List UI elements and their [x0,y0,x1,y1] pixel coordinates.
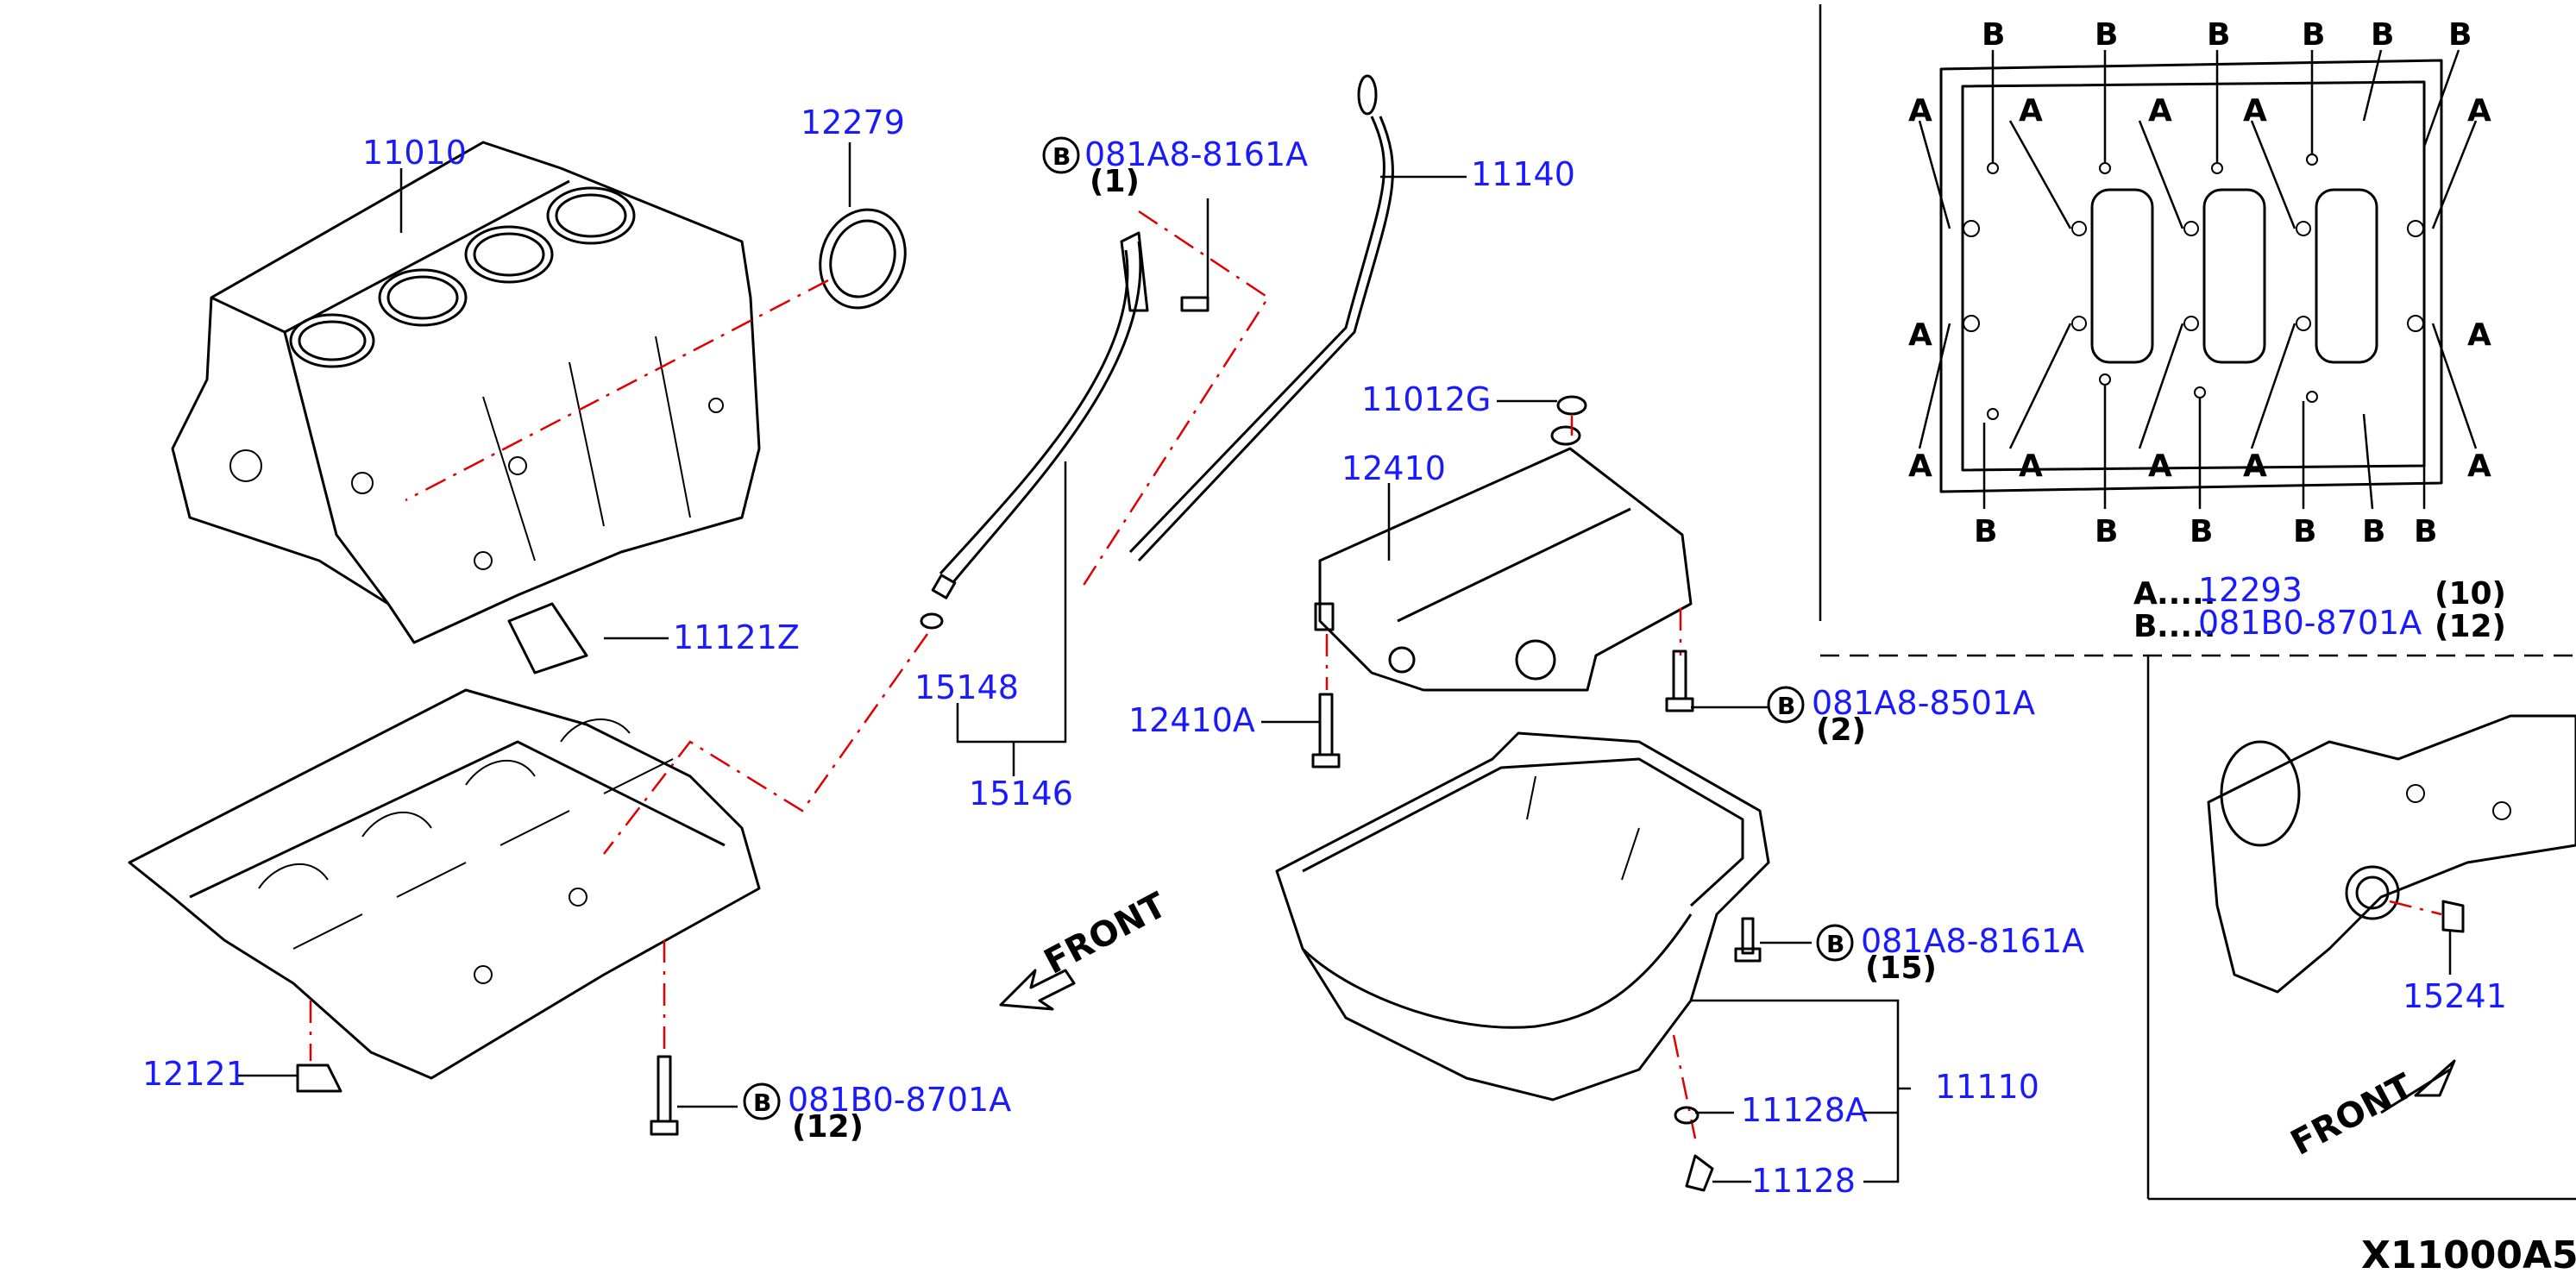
inset-marker-b: B [1982,17,2005,53]
oring-drawing [1556,395,1587,416]
inset-marker-b: B [2371,17,2394,53]
svg-text:B: B [1052,142,1071,171]
oil-pump-drawing [1314,425,1693,692]
oil-gauge-guide-drawing [920,231,1209,630]
legend-letter-a: A [2133,576,2158,612]
inset-marker-b: B [2095,514,2118,549]
qty-1: (1) [1090,164,1140,199]
callout-11128[interactable]: 11128 [1751,1162,1856,1200]
callout-11110[interactable]: 11110 [1935,1068,2039,1106]
inset-marker-a: A [2148,449,2172,484]
callout-081A8-8161A-top[interactable]: 081A8-8161A [1084,135,1308,173]
callout-11140[interactable]: 11140 [1471,155,1575,193]
callout-12121[interactable]: 12121 [142,1055,247,1093]
inset-marker-b: B [2095,17,2118,53]
sensor-drawing [296,1064,342,1093]
legend-dots-a: ..... [2157,576,2215,612]
centerline-plug [2389,900,2442,916]
callout-15148[interactable]: 15148 [914,668,1019,706]
inset-marker-a: A [2019,93,2043,129]
bedplate-top-view-drawing [1918,49,2478,510]
front-arrow-inset: FRONT [2284,1059,2456,1164]
inset-marker-b: B [2414,514,2437,549]
callout-11012G[interactable]: 11012G [1361,380,1491,418]
bolt-legend: A ..... 12293 (10) B ..... 081B0-8701A (… [2133,571,2506,644]
oil-pan-drawing [1275,731,1770,1101]
legend-qty-12: (12) [2435,609,2506,644]
qty-2: (2) [1816,712,1866,748]
qty-15: (15) [1865,951,1937,986]
badge-b-icon: B [1042,136,1080,174]
dipstick-drawing [1128,74,1394,562]
callout-11128A[interactable]: 11128A [1741,1091,1868,1129]
lower-bolt-drawing [650,1055,679,1136]
badge-b-icon: B [1767,686,1805,724]
inset-marker-b: B [2448,17,2472,53]
inset-marker-a: A [2019,449,2043,484]
inset-marker-b: B [2190,514,2213,549]
centerline-guide [603,633,929,855]
callout-15146[interactable]: 15146 [969,775,1073,813]
plug-drawing [2441,900,2465,933]
qty-12: (12) [792,1109,864,1145]
front-cover-detail-drawing [2207,714,2576,994]
callout-12279[interactable]: 12279 [801,104,905,141]
callout-081A8-8161A-pan[interactable]: 081A8-8161A [1861,922,2084,960]
badge-b-icon: B [1816,924,1854,962]
inset-marker-a: A [2467,317,2491,353]
callout-12410[interactable]: 12410 [1341,449,1446,487]
inset-marker-a: A [1908,449,1932,484]
callout-12410A[interactable]: 12410A [1128,701,1255,739]
front-label-inset: FRONT [2284,1066,2420,1164]
callout-11010[interactable]: 11010 [362,134,467,172]
callout-081B0-8701A[interactable]: 081B0-8701A [788,1081,1011,1119]
inset-marker-a: A [1908,93,1932,129]
callout-081A8-8501A[interactable]: 081A8-8501A [1812,684,2035,722]
front-label-main: FRONT [1038,885,1173,982]
rear-oil-seal-drawing [819,208,907,310]
cylinder-block-drawing [171,141,761,644]
inset-marker-a: A [2467,449,2491,484]
inset-marker-a: A [1908,317,1932,353]
inset-marker-b: B [2362,514,2385,549]
legend-letter-b: B [2133,609,2157,644]
pan-bolt-drawing [1734,917,1762,963]
inset-marker-b: B [2293,514,2316,549]
drain-plug-drawing [1674,1106,1714,1192]
callout-11121Z[interactable]: 11121Z [673,618,800,656]
centerline-bracket [1081,210,1270,587]
inset-marker-b: B [2302,17,2325,53]
pump-bolt-drawing [1311,649,1694,769]
inset-marker-b: B [1974,514,1997,549]
inset-marker-a: A [2243,93,2267,129]
lower-block-drawing [128,602,761,1080]
inset-marker-a: A [2467,93,2491,129]
badge-b-icon: B [743,1082,781,1120]
svg-text:B: B [1777,692,1795,720]
inset-marker-b: B [2207,17,2230,53]
inset-marker-a: A [2148,93,2172,129]
legend-qty-10: (10) [2435,576,2506,612]
callout-15241[interactable]: 15241 [2403,977,2507,1015]
legend-part-081B0-8701A[interactable]: 081B0-8701A [2198,604,2422,642]
inset-marker-a: A [2243,449,2267,484]
leader-lines [237,142,2452,1183]
svg-text:B: B [753,1089,771,1117]
diagram-code: X11000A5 [2361,1233,2576,1277]
svg-text:B: B [1826,930,1844,958]
legend-dots-b: ..... [2157,609,2215,644]
centerline-seal [405,279,829,502]
legend-part-12293[interactable]: 12293 [2198,571,2303,609]
front-arrow-main: FRONT [999,885,1173,1011]
